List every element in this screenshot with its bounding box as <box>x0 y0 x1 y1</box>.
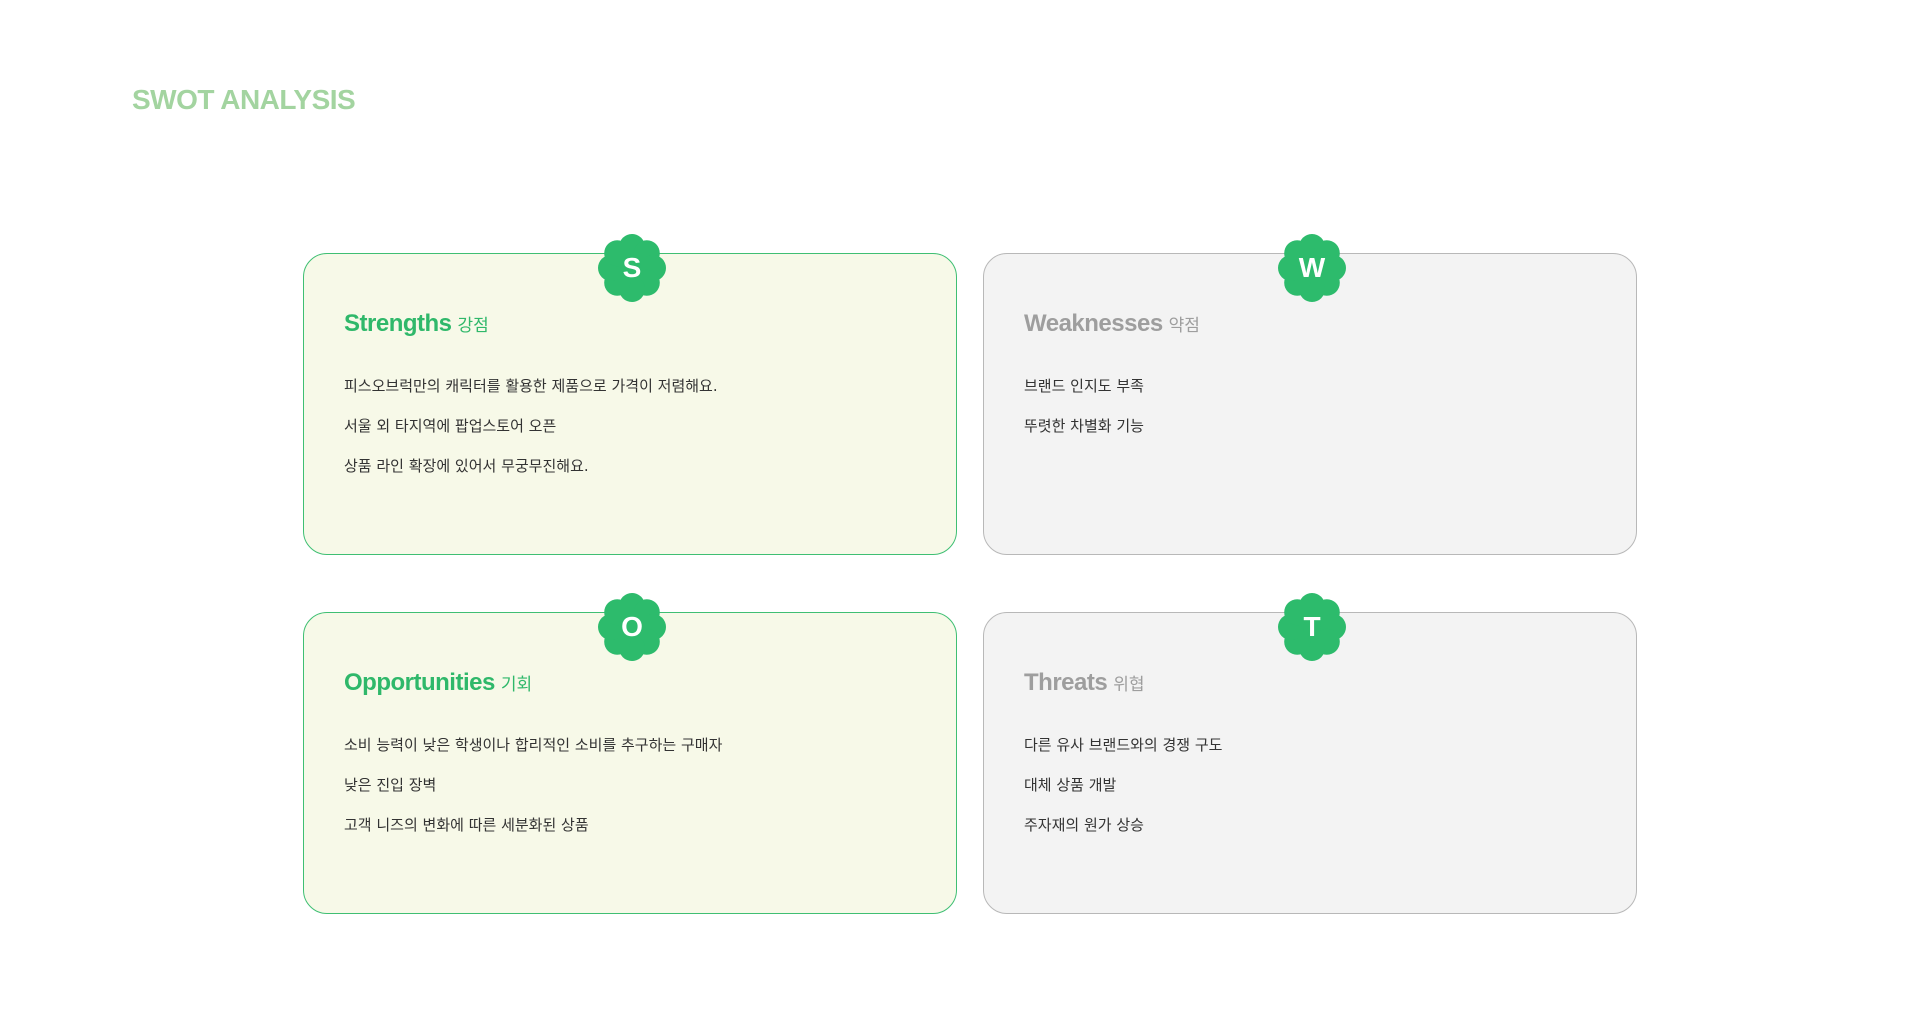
list-item: 낮은 진입 장벽 <box>344 776 437 794</box>
weaknesses-badge: W <box>1274 230 1350 306</box>
item-list: 소비 능력이 낮은 학생이나 합리적인 소비를 추구하는 구매자 낮은 진입 장… <box>344 735 722 855</box>
strengths-card: S Strengths 강점 피스오브럭만의 캐릭터를 활용한 제품으로 가격이 … <box>303 234 957 555</box>
card-subtitle: 위협 <box>1113 675 1145 694</box>
list-item: 고객 니즈의 변화에 따른 세분화된 상품 <box>344 816 589 834</box>
card-title: Opportunities <box>344 669 495 696</box>
threats-card: T Threats 위협 다른 유사 브랜드와의 경쟁 구도 대체 상품 개발 주… <box>983 593 1637 914</box>
card-title: Weaknesses <box>1024 310 1163 337</box>
weaknesses-card: W Weaknesses 약점 브랜드 인지도 부족 뚜렷한 차별화 기능 <box>983 234 1637 555</box>
card-subtitle: 강점 <box>457 316 489 335</box>
threats-badge: T <box>1274 589 1350 665</box>
card-heading: Opportunities 기회 <box>344 669 532 697</box>
list-item: 상품 라인 확장에 있어서 무궁무진해요. <box>344 457 589 475</box>
card-heading: Strengths 강점 <box>344 310 489 338</box>
badge-letter: W <box>1298 252 1326 283</box>
item-list: 피스오브럭만의 캐릭터를 활용한 제품으로 가격이 저렴해요. 서울 외 타지역… <box>344 376 718 496</box>
list-item: 브랜드 인지도 부족 <box>1024 377 1144 395</box>
list-item: 소비 능력이 낮은 학생이나 합리적인 소비를 추구하는 구매자 <box>344 736 723 754</box>
card-subtitle: 기회 <box>500 675 533 694</box>
badge-letter: T <box>1303 611 1321 642</box>
page-title: SWOT ANALYSIS <box>132 84 356 115</box>
list-item: 주자재의 원가 상승 <box>1024 816 1144 834</box>
list-item: 대체 상품 개발 <box>1024 776 1117 794</box>
item-list: 다른 유사 브랜드와의 경쟁 구도 대체 상품 개발 주자재의 원가 상승 <box>1024 735 1222 855</box>
item-list: 브랜드 인지도 부족 뚜렷한 차별화 기능 <box>1024 376 1144 456</box>
badge-letter: O <box>621 611 643 642</box>
list-item: 피스오브럭만의 캐릭터를 활용한 제품으로 가격이 저렴해요. <box>344 377 718 395</box>
list-item: 서울 외 타지역에 팝업스토어 오픈 <box>344 417 557 435</box>
card-heading: Threats 위협 <box>1024 669 1144 697</box>
card-title: Strengths <box>344 310 452 337</box>
card-heading: Weaknesses 약점 <box>1024 310 1200 338</box>
opportunities-card: O Opportunities 기회 소비 능력이 낮은 학생이나 합리적인 소비… <box>303 593 957 914</box>
strengths-badge: S <box>594 230 670 306</box>
card-title: Threats <box>1024 669 1108 696</box>
list-item: 다른 유사 브랜드와의 경쟁 구도 <box>1024 736 1223 754</box>
card-subtitle: 약점 <box>1168 316 1200 335</box>
opportunities-badge: O <box>594 589 670 665</box>
badge-letter: S <box>622 252 642 283</box>
list-item: 뚜렷한 차별화 기능 <box>1024 417 1144 435</box>
